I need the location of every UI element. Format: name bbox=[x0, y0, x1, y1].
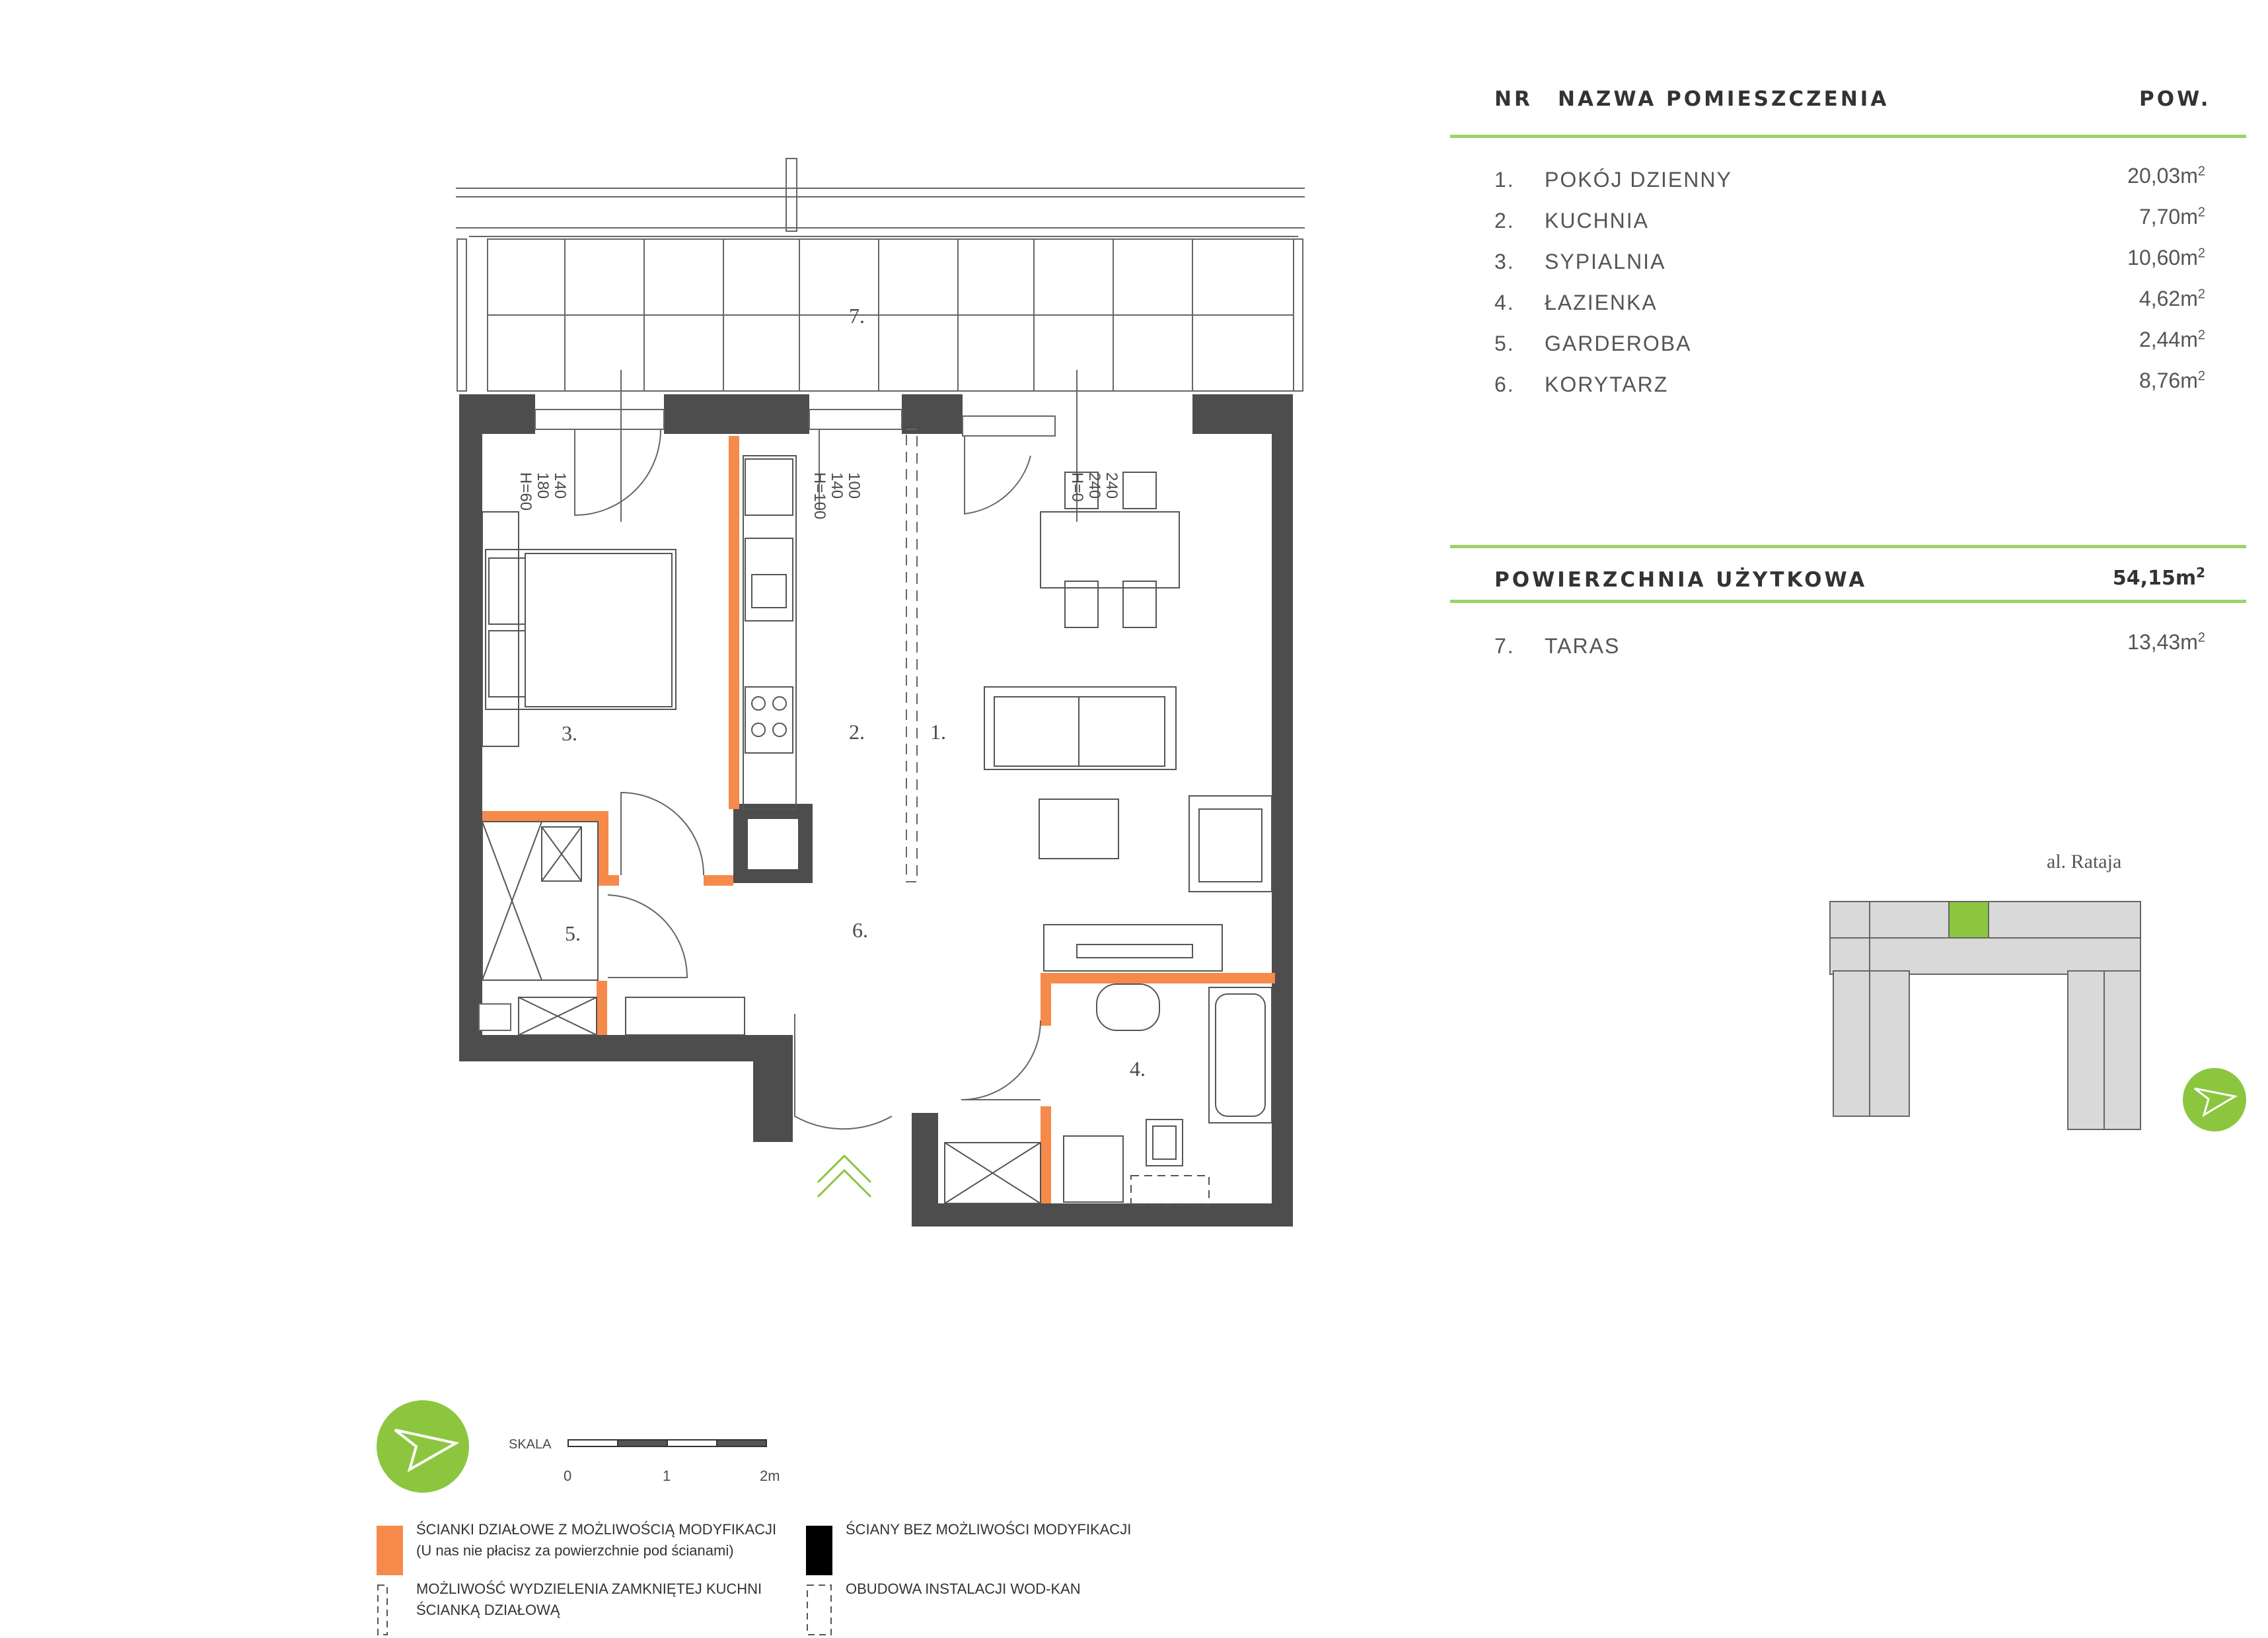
legend-black: ŚCIANY BEZ MOŻLIWOŚCI MODYFIKACJI bbox=[846, 1521, 1132, 1538]
window-2-sill: H=100 bbox=[811, 472, 828, 520]
window-label-1: 140 180 H=60 bbox=[517, 472, 569, 511]
header-area: POW. bbox=[2139, 87, 2211, 111]
window-label-2: 100 140 H=100 bbox=[811, 472, 863, 520]
street-label: al. Rataja bbox=[2047, 851, 2122, 872]
room-label-2: 2. bbox=[849, 720, 865, 744]
header-nr: NR bbox=[1494, 87, 1533, 111]
legend-dashed-kitchen-line2: ŚCIANKĄ DZIAŁOWĄ bbox=[416, 1602, 560, 1618]
total-area-value: 54,15m bbox=[2112, 567, 2197, 590]
room-area: 4,62m2 bbox=[2047, 287, 2205, 311]
room-area-value: 8,76m bbox=[2139, 369, 2198, 392]
room-label-5: 5. bbox=[565, 921, 581, 945]
room-area: 10,60m2 bbox=[2047, 246, 2205, 270]
room-nr: 6. bbox=[1494, 373, 1515, 396]
room-area-value: 7,70m bbox=[2139, 205, 2198, 229]
total-top-divider bbox=[1450, 545, 2246, 548]
total-label: POWIERZCHNIA UŻYTKOWA bbox=[1494, 568, 1868, 592]
room-name: ŁAZIENKA bbox=[1545, 291, 1658, 314]
terrace-area-value: 13,43m bbox=[2127, 630, 2198, 654]
room-name: KUCHNIA bbox=[1545, 209, 1650, 232]
legend-orange-swatch bbox=[377, 1526, 403, 1575]
window-2-height: 140 bbox=[828, 472, 846, 499]
window-label-3: 240 240 H=0 bbox=[1068, 472, 1120, 502]
terrace-area: 13,43m2 bbox=[2047, 630, 2205, 655]
room-area-unit: 2 bbox=[2197, 205, 2205, 220]
header-divider bbox=[1450, 135, 2246, 138]
legend-dashed-install-swatch bbox=[807, 1585, 832, 1635]
room-label-4: 4. bbox=[1130, 1057, 1146, 1081]
entrance-chevron-icon bbox=[817, 1154, 872, 1198]
terrace-name: TARAS bbox=[1545, 634, 1621, 658]
total-area: 54,15m2 bbox=[2047, 565, 2205, 590]
window-3-height: 240 bbox=[1085, 472, 1103, 499]
total-bottom-divider bbox=[1450, 600, 2246, 603]
room-area: 2,44m2 bbox=[2047, 328, 2205, 352]
window-1-width: 140 bbox=[551, 472, 569, 499]
scale-bar bbox=[567, 1439, 767, 1447]
legend-black-swatch bbox=[806, 1526, 832, 1575]
room-area: 7,70m2 bbox=[2047, 205, 2205, 229]
window-2-width: 100 bbox=[845, 472, 863, 499]
location-map bbox=[1829, 901, 2141, 1130]
room-area-unit: 2 bbox=[2197, 287, 2205, 302]
legend-dashed-kitchen-swatch bbox=[377, 1585, 388, 1635]
room-area-value: 2,44m bbox=[2139, 328, 2198, 351]
room-area-value: 20,03m bbox=[2127, 164, 2198, 188]
room-nr: 4. bbox=[1494, 291, 1515, 314]
scale-tick-1: 1 bbox=[663, 1468, 671, 1484]
room-name: KORYTARZ bbox=[1545, 373, 1669, 396]
legend-orange-title: ŚCIANKI DZIAŁOWE Z MOŻLIWOŚCIĄ MODYFIKAC… bbox=[416, 1521, 777, 1538]
legend-dashed-install: OBUDOWA INSTALACJI WOD-KAN bbox=[846, 1581, 1081, 1597]
window-1-sill: H=60 bbox=[517, 472, 534, 511]
scale-tick-2: 2m bbox=[760, 1468, 780, 1484]
terrace-area-unit: 2 bbox=[2197, 630, 2205, 645]
header-room-name: NAZWA POMIESZCZENIA bbox=[1558, 87, 1889, 111]
room-name: POKÓJ DZIENNY bbox=[1545, 168, 1732, 192]
room-name: SYPIALNIA bbox=[1545, 250, 1666, 273]
room-area-unit: 2 bbox=[2197, 369, 2205, 384]
room-label-7: 7. bbox=[849, 304, 865, 328]
room-label-1: 1. bbox=[930, 720, 946, 744]
legend-orange-note: (U nas nie płacisz za powierzchnie pod ś… bbox=[416, 1542, 734, 1559]
room-nr: 2. bbox=[1494, 209, 1515, 232]
window-1-height: 180 bbox=[534, 472, 552, 499]
window-3-sill: H=0 bbox=[1068, 472, 1086, 502]
legend-dashed-kitchen: MOŻLIWOŚĆ WYDZIELENIA ZAMKNIĘTEJ KUCHNI … bbox=[416, 1579, 762, 1621]
room-area-unit: 2 bbox=[2197, 164, 2205, 179]
room-area: 20,03m2 bbox=[2047, 164, 2205, 188]
scale-tick-0: 0 bbox=[564, 1468, 572, 1484]
room-area-value: 10,60m bbox=[2127, 246, 2198, 269]
legend-dashed-kitchen-line1: MOŻLIWOŚĆ WYDZIELENIA ZAMKNIĘTEJ KUCHNI bbox=[416, 1581, 762, 1597]
room-area-value: 4,62m bbox=[2139, 287, 2198, 310]
scale-label: SKALA bbox=[509, 1437, 552, 1452]
room-nr: 3. bbox=[1494, 250, 1515, 273]
room-label-3: 3. bbox=[562, 721, 577, 745]
room-label-6: 6. bbox=[852, 918, 868, 942]
legend-orange: ŚCIANKI DZIAŁOWE Z MOŻLIWOŚCIĄ MODYFIKAC… bbox=[416, 1519, 776, 1561]
room-nr: 1. bbox=[1494, 168, 1515, 192]
compass-arrow-icon bbox=[377, 1068, 2246, 1493]
window-3-width: 240 bbox=[1103, 472, 1120, 499]
total-area-unit: 2 bbox=[2196, 565, 2205, 581]
terrace-nr: 7. bbox=[1494, 634, 1515, 658]
room-nr: 5. bbox=[1494, 332, 1515, 355]
room-area-unit: 2 bbox=[2197, 328, 2205, 343]
room-area-unit: 2 bbox=[2197, 246, 2205, 261]
room-area: 8,76m2 bbox=[2047, 369, 2205, 393]
room-name: GARDEROBA bbox=[1545, 332, 1692, 355]
